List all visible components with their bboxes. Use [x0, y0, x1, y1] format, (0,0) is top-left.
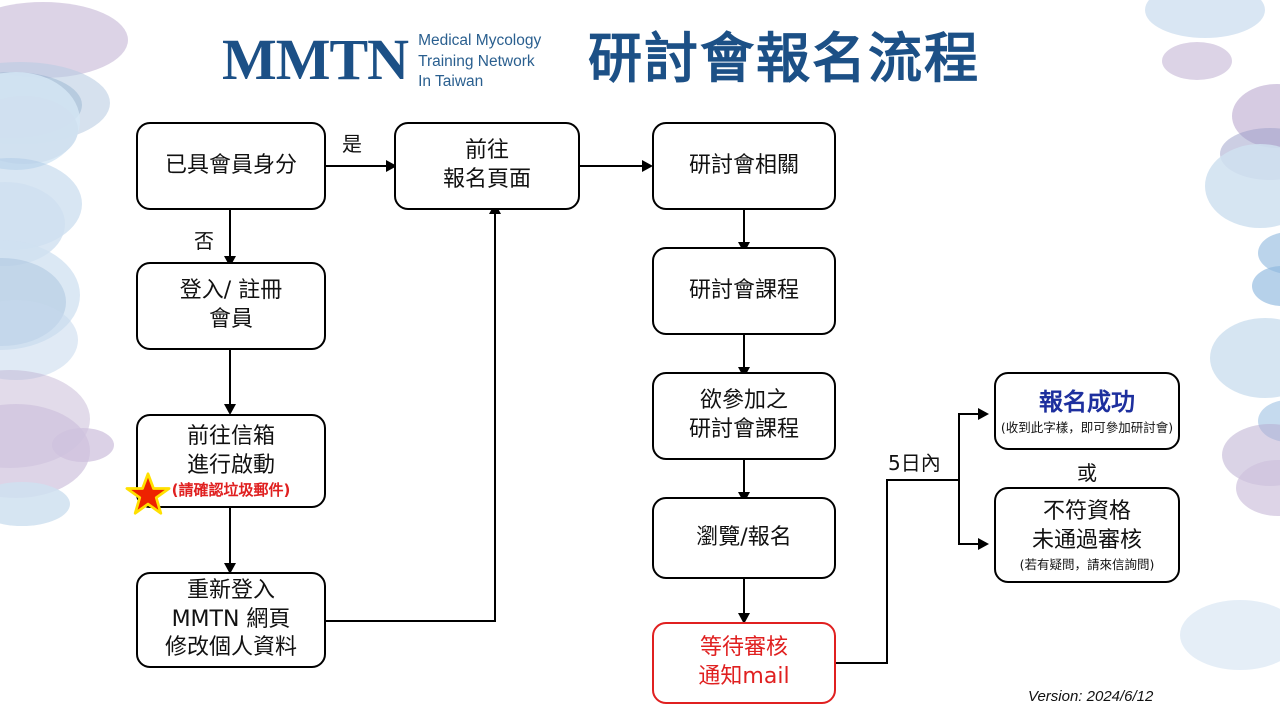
slide-header: MMTN Medical Mycology Training Network I… [0, 0, 1280, 110]
node-activate-mail[interactable]: 前往信箱 進行啟動 (請確認垃圾郵件) [136, 414, 326, 508]
mmtn-logo-tagline: Medical Mycology Training Network In Tai… [418, 28, 541, 93]
logo-tagline-line3: In Taiwan [418, 73, 484, 91]
node-text: 研討會相關 [688, 152, 799, 178]
bg-blob [52, 428, 114, 462]
connector-split-h [886, 479, 960, 482]
node-text: 重新登入 [186, 578, 275, 604]
bg-blob [1252, 266, 1280, 306]
node-registration-rejected[interactable]: 不符資格 未通過審核 (若有疑問，請來信詢問) [994, 487, 1180, 583]
node-text: 未通過審核 [1031, 528, 1142, 553]
connector-await-out-v [886, 479, 889, 664]
arrow-head [738, 613, 750, 624]
connector-relogin-loop-v [494, 212, 497, 622]
node-await-review[interactable]: 等待審核 通知mail [652, 622, 836, 704]
page-title: 研討會報名流程 [588, 27, 980, 90]
connector-await-out-h [836, 662, 888, 665]
connector-to-rejected [958, 543, 986, 546]
bg-blob [1210, 318, 1280, 398]
bg-blob [1205, 144, 1280, 228]
node-text: 修改個人資料 [164, 635, 297, 661]
node-browse-signup[interactable]: 瀏覽/報名 [652, 497, 836, 579]
version-label: Version: 2024/6/12 [1028, 688, 1154, 705]
node-member-status[interactable]: 已具會員身分 [136, 122, 326, 210]
node-seminar-related[interactable]: 研討會相關 [652, 122, 836, 210]
edge-label-within-5-days: 5日內 [888, 451, 941, 475]
node-text: 進行啟動 [186, 452, 275, 478]
arrow-head [642, 160, 653, 172]
connector-related-to-course [743, 209, 746, 245]
edge-label-yes: 是 [342, 132, 362, 156]
arrow-head [978, 538, 989, 550]
node-text: 瀏覽/報名 [696, 524, 792, 550]
connector-split-v [958, 413, 961, 545]
node-text: 已具會員身分 [164, 152, 297, 178]
node-text-success-title: 報名成功 [1039, 388, 1135, 417]
node-seminar-course[interactable]: 研討會課程 [652, 247, 836, 335]
connector-member-to-signup [326, 165, 388, 168]
node-text: 通知mail [698, 664, 790, 689]
node-text: 報名頁面 [442, 167, 531, 192]
logo-tagline-line1: Medical Mycology [418, 32, 542, 49]
bg-blob [1162, 42, 1232, 80]
node-text: 研討會課程 [688, 417, 799, 442]
logo-tagline-line2: Training Network [418, 52, 535, 70]
node-text: MMTN 網頁 [171, 606, 291, 632]
node-text: 登入/ 註冊 [179, 278, 283, 304]
node-text: 前往信箱 [186, 423, 275, 449]
mmtn-logo-wordmark: MMTN [222, 27, 409, 93]
node-text: 欲參加之 [699, 388, 788, 414]
connector-login-to-activate [229, 349, 232, 407]
connector-signup-to-related [580, 165, 644, 168]
edge-label-or: 或 [1077, 461, 1097, 485]
node-desired-course[interactable]: 欲參加之 研討會課程 [652, 372, 836, 460]
connector-course-to-desired [743, 334, 746, 370]
edge-label-no: 否 [194, 229, 214, 253]
arrow-head [224, 563, 236, 574]
node-text: 會員 [208, 307, 253, 332]
mmtn-logo: MMTN Medical Mycology Training Network I… [222, 28, 541, 93]
arrow-head [978, 408, 989, 420]
connector-activate-to-relogin [229, 508, 232, 566]
node-goto-signup-page[interactable]: 前往 報名頁面 [394, 122, 580, 210]
red-star-icon [125, 472, 171, 515]
node-note-spam-warning: (請確認垃圾郵件) [171, 481, 291, 500]
node-text: 等待審核 [699, 635, 788, 661]
connector-browse-to-await [743, 578, 746, 616]
arrow-head [224, 256, 236, 267]
arrow-head [386, 160, 397, 172]
bg-blob [1180, 600, 1280, 670]
node-text: 前往 [464, 138, 509, 164]
node-relogin-profile[interactable]: 重新登入 MMTN 網頁 修改個人資料 [136, 572, 326, 668]
node-note-rejected: (若有疑問，請來信詢問) [1019, 556, 1155, 572]
arrow-head [224, 404, 236, 415]
node-text: 不符資格 [1042, 499, 1131, 525]
bg-blob [1258, 232, 1280, 274]
connector-relogin-loop-h [326, 620, 496, 623]
node-note-success: (收到此字樣，即可參加研討會) [1000, 419, 1174, 435]
connector-member-to-login [229, 209, 232, 259]
node-login-register[interactable]: 登入/ 註冊 會員 [136, 262, 326, 350]
node-text: 研討會課程 [688, 277, 799, 303]
connector-desired-to-browse [743, 459, 746, 495]
node-registration-success[interactable]: 報名成功 (收到此字樣，即可參加研討會) [994, 372, 1180, 450]
connector-to-success [958, 413, 986, 416]
